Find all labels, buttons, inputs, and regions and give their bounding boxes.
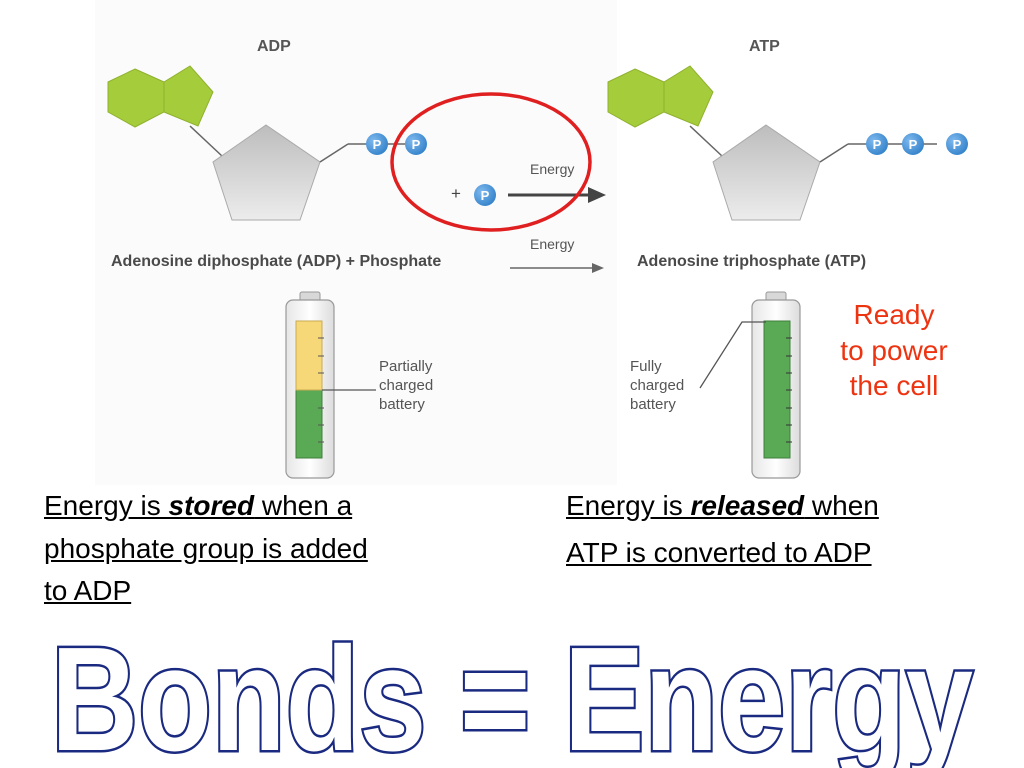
adp-base-hexagon <box>107 68 165 128</box>
svg-text:P: P <box>909 137 918 152</box>
phosphate-adp-2: P <box>405 133 427 155</box>
energy-arrow-top <box>508 187 606 203</box>
full-battery-label: Fully charged battery <box>630 358 685 414</box>
adp-base-pentagon <box>163 65 214 127</box>
phosphate-free: P <box>474 184 496 206</box>
stored-caption: Energy is stored when a phosphate group … <box>44 490 368 607</box>
highlight-ellipse <box>390 92 592 232</box>
phosphate-adp-1: P <box>366 133 388 155</box>
svg-text:P: P <box>481 188 490 203</box>
stored-word: stored <box>168 490 255 521</box>
bonds-energy-title: Bonds = Energy <box>49 615 976 768</box>
partial-battery-charged-level <box>295 389 323 459</box>
adp-equation: Adenosine diphosphate (ADP) + Phosphate <box>111 253 442 270</box>
atp-molecule <box>607 65 937 221</box>
released-word: released <box>690 490 805 521</box>
atp-title: ATP <box>749 38 780 55</box>
partial-battery-label: Partially charged battery <box>379 358 434 414</box>
atp-equation: Adenosine triphosphate (ATP) <box>637 253 867 270</box>
adp-ribose-pentagon <box>212 124 321 221</box>
atp-adp-diagram: P P P P P P <box>107 65 968 479</box>
atp-base-pentagon <box>663 65 714 127</box>
atp-ribose-pentagon <box>712 124 821 221</box>
energy-arrow-bottom <box>510 263 604 273</box>
ready-to-power-text: Ready to power the cell <box>840 299 948 402</box>
adp-title: ADP <box>257 38 291 55</box>
phosphate-atp-2: P <box>902 133 924 155</box>
released-caption: Energy is released when ATP is converted… <box>566 490 879 568</box>
energy-label-bottom: Energy <box>530 236 575 252</box>
plus-sign: + <box>451 184 461 203</box>
phosphate-atp-3: P <box>946 133 968 155</box>
atp-base-hexagon <box>607 68 665 128</box>
phosphate-atp-1: P <box>866 133 888 155</box>
full-battery <box>699 291 801 479</box>
svg-text:P: P <box>373 137 382 152</box>
energy-label-top: Energy <box>530 161 575 177</box>
svg-text:P: P <box>873 137 882 152</box>
svg-text:P: P <box>953 137 962 152</box>
adp-molecule <box>107 65 405 221</box>
svg-text:P: P <box>412 137 421 152</box>
title-text: Bonds = Energy <box>51 617 973 768</box>
partial-battery <box>285 291 376 479</box>
